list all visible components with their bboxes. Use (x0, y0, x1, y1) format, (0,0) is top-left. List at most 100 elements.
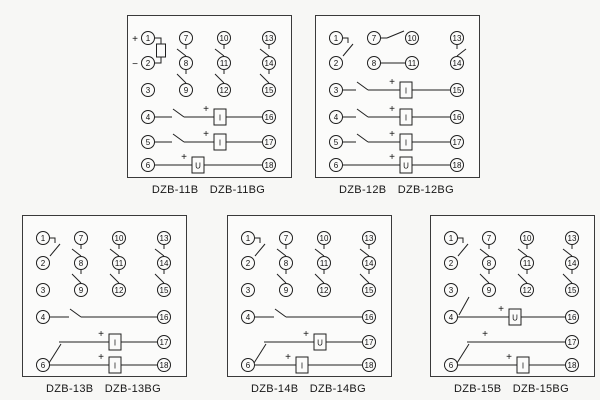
contact-blade (562, 273, 573, 284)
terminal-number: 2 (146, 59, 151, 68)
contact-blade (49, 243, 61, 257)
terminal-number: 11 (220, 59, 229, 68)
contact-blade (457, 243, 469, 257)
contact-blade (253, 343, 267, 364)
terminal-10 (520, 231, 534, 245)
terminal-number: 8 (284, 259, 289, 268)
contact-blade (71, 273, 82, 284)
contact-blade (458, 296, 470, 316)
contact-blade (154, 248, 165, 257)
coil-I (399, 133, 413, 151)
terminal-number: 8 (79, 259, 84, 268)
terminal-number: 4 (246, 313, 251, 322)
terminal-17 (262, 135, 276, 149)
contact-blade (356, 108, 369, 118)
coil-label: I (114, 362, 116, 371)
terminal-number: 8 (184, 59, 189, 68)
terminal-number: 10 (320, 234, 329, 243)
polarity-mark: + (389, 129, 395, 140)
contact-blade (517, 273, 528, 284)
contact-blade (456, 48, 467, 57)
polarity-mark: + (389, 152, 395, 163)
terminal-6 (329, 158, 343, 172)
coil-I (399, 108, 413, 126)
polarity-mark: + (285, 352, 291, 363)
terminal-number: 13 (568, 234, 577, 243)
terminal-number: 13 (453, 34, 462, 43)
coil-label: U (512, 314, 518, 323)
terminal-14 (362, 256, 376, 270)
terminal-number: 16 (160, 313, 169, 322)
coil-I (213, 133, 227, 151)
terminal-11 (317, 256, 331, 270)
terminal-number: 14 (265, 59, 274, 68)
terminal-number: 14 (365, 259, 374, 268)
coil-label: I (405, 114, 407, 123)
terminal-number: 12 (220, 86, 229, 95)
terminal-11 (112, 256, 126, 270)
contact-blade (274, 308, 287, 318)
terminal-number: 10 (523, 234, 532, 243)
terminal-number: 3 (334, 86, 339, 95)
terminal-1 (241, 231, 255, 245)
terminal-number: 1 (334, 34, 339, 43)
terminal-11 (520, 256, 534, 270)
terminal-15 (157, 283, 171, 297)
terminal-7 (74, 231, 88, 245)
terminal-number: 18 (160, 361, 169, 370)
terminal-number: 5 (334, 138, 339, 147)
coil-label: I (114, 339, 116, 348)
contact-blade (214, 73, 225, 84)
terminal-14 (450, 56, 464, 70)
terminal-1 (141, 31, 155, 45)
terminal-number: 16 (453, 113, 462, 122)
terminal-number: 15 (453, 86, 462, 95)
terminal-13 (362, 231, 376, 245)
caption-dzb-15b: DZB-15B DZB-15BG (454, 383, 569, 395)
terminal-8 (279, 256, 293, 270)
caption-dzb-11b: DZB-11B DZB-11BG (151, 184, 266, 196)
coil-I (295, 356, 309, 374)
terminal-4 (36, 310, 50, 324)
contact-blade (176, 48, 187, 57)
terminal-8 (482, 256, 496, 270)
terminal-7 (482, 231, 496, 245)
terminal-17 (565, 335, 579, 349)
terminal-number: 3 (41, 286, 46, 295)
terminal-9 (179, 83, 193, 97)
coil-U (399, 156, 413, 174)
contact-blade (276, 273, 287, 284)
terminal-number: 12 (320, 286, 329, 295)
terminal-12 (112, 283, 126, 297)
coil-label: I (405, 139, 407, 148)
terminal-number: 4 (146, 113, 151, 122)
terminal-number: 12 (115, 286, 124, 295)
terminal-17 (157, 335, 171, 349)
terminal-7 (367, 31, 381, 45)
terminal-3 (36, 283, 50, 297)
terminal-number: 16 (365, 313, 374, 322)
terminal-2 (36, 256, 50, 270)
terminal-number: 3 (246, 286, 251, 295)
terminal-15 (362, 283, 376, 297)
polarity-mark: + (303, 329, 309, 340)
terminal-number: 14 (568, 259, 577, 268)
terminal-7 (179, 31, 193, 45)
terminal-3 (241, 283, 255, 297)
terminal-number: 3 (449, 286, 454, 295)
terminal-4 (444, 310, 458, 324)
terminal-9 (74, 283, 88, 297)
terminal-2 (444, 256, 458, 270)
terminal-6 (241, 358, 255, 372)
terminal-number: 18 (568, 361, 577, 370)
contact-blade (214, 48, 225, 57)
terminal-number: 4 (334, 113, 339, 122)
contact-blade (69, 308, 82, 318)
resistor (156, 43, 166, 58)
terminal-number: 5 (146, 138, 151, 147)
contact-blade (276, 248, 287, 257)
terminal-13 (262, 31, 276, 45)
terminal-number: 7 (79, 234, 84, 243)
contact-blade (479, 248, 490, 257)
